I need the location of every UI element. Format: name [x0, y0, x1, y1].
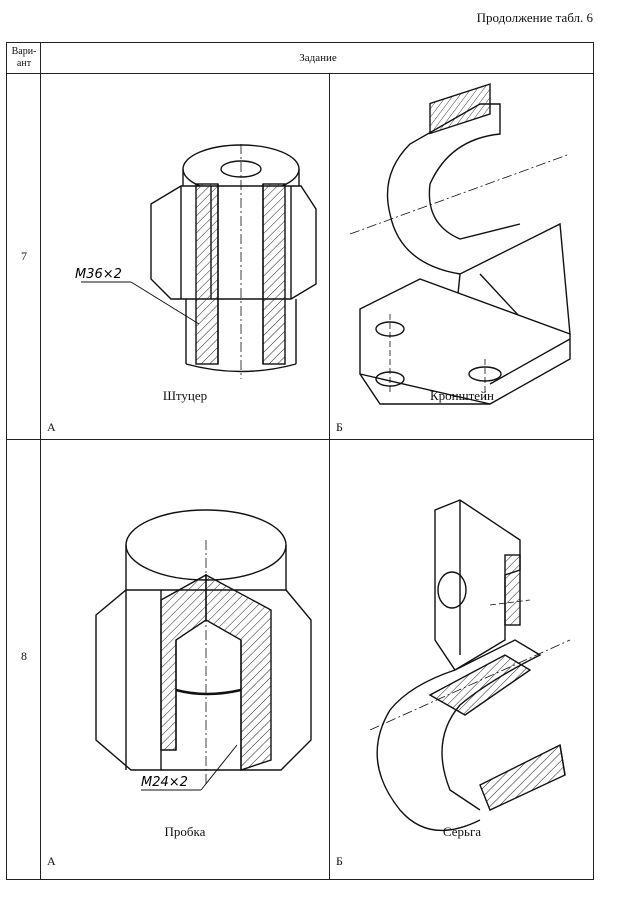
plug-drawing-icon: M24×2: [95, 509, 312, 791]
cell-letter-7b: Б: [336, 420, 343, 434]
part-name-shackle: Серьга: [442, 824, 482, 839]
fitting-drawing-icon: M36×2: [75, 144, 317, 379]
header-variant: Вари- ант: [11, 46, 37, 69]
cell-letter-7a: А: [47, 420, 56, 434]
thread-label-m36: M36×2: [75, 267, 122, 282]
cell-7b: Кронштейн Б: [330, 74, 594, 439]
row-number-7: 7: [21, 249, 27, 263]
column-divider-variant: [40, 43, 41, 879]
header-task: Задание: [299, 52, 337, 64]
header-divider: [7, 73, 593, 74]
part-name-fitting: Штуцер: [162, 388, 208, 403]
cell-8a: M24×2 Пробка А: [41, 440, 329, 879]
cell-letter-8b: Б: [336, 854, 343, 868]
thread-label-m24: M24×2: [141, 775, 188, 790]
part-name-bracket: Кронштейн: [429, 388, 494, 403]
table-caption: Продолжение табл. 6: [476, 10, 593, 25]
cell-letter-8a: А: [47, 854, 56, 868]
variants-table: Вари- ант Задание 7 8: [6, 42, 594, 880]
shackle-drawing-icon: [369, 499, 571, 832]
cell-8b: Серьга Б: [330, 440, 594, 879]
cell-7a: M36×2 Штуцер А: [41, 74, 329, 439]
row-number-8: 8: [21, 649, 27, 663]
part-name-plug: Пробка: [164, 824, 206, 839]
bracket-drawing-icon: [349, 83, 571, 405]
row-divider: [7, 439, 593, 440]
column-divider-ab: [329, 73, 330, 879]
